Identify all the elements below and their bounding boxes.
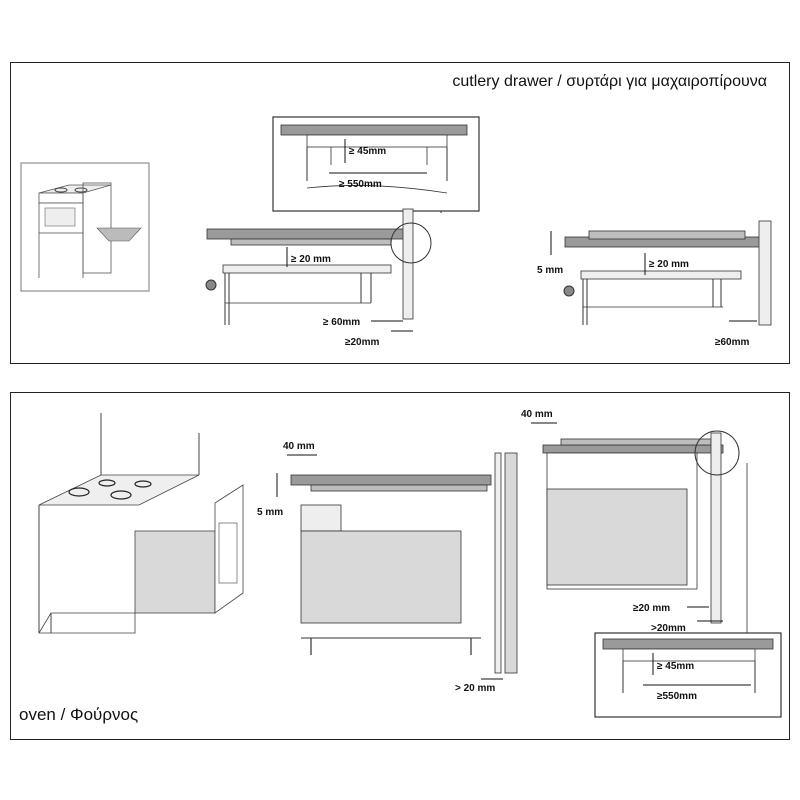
right-oven-section: 40 mm ≥20 mm >20mm xyxy=(521,409,748,634)
kitchen-thumbnail xyxy=(20,162,150,292)
right-top-offset-label: 5 mm xyxy=(537,265,563,276)
right-gap-b-label: >20mm xyxy=(651,623,686,634)
right-gap-a-label: ≥20 mm xyxy=(633,603,670,614)
left-side-gap-label: ≥20mm xyxy=(345,337,380,348)
right-front-offset-label: 40 mm xyxy=(521,409,553,420)
right-drawer-gap-label: ≥ 20 mm xyxy=(649,259,689,270)
inset-width-label: ≥ 550mm xyxy=(339,179,382,190)
oven-inset-gap-label: ≥ 45mm xyxy=(657,661,694,672)
cutlery-drawer-caption: cutlery drawer / συρτάρι για μαχαιροπίρο… xyxy=(452,73,767,90)
left-drawer-section: ≥ 20 mm ≥ 60mm ≥20mm xyxy=(205,208,432,348)
right-rear-gap-label: ≥60mm xyxy=(715,337,750,348)
left-drawer-gap-label: ≥ 20 mm xyxy=(291,254,331,265)
oven-inset-detail: ≥ 45mm ≥550mm xyxy=(594,632,782,718)
center-height-offset-label: 5 mm xyxy=(257,507,283,518)
center-oven-section: 40 mm 5 mm > 20 mm xyxy=(257,441,518,694)
oven-inset-width-label: ≥550mm xyxy=(657,691,697,702)
cutlery-drawer-diagram: ≥ 45mm ≥ 550mm ≥ 20 mm ≥ 60mm ≥20mm xyxy=(20,116,772,348)
oven-panel: oven / Φούρνος xyxy=(10,392,790,740)
oven-diagram: 40 mm 5 mm > 20 mm 40 mm ≥20 mm >20mm xyxy=(38,409,782,718)
kitchen-illustration xyxy=(38,413,244,634)
center-front-offset-label: 40 mm xyxy=(283,441,315,452)
center-rear-gap-label: > 20 mm xyxy=(455,683,495,694)
left-rear-gap-label: ≥ 60mm xyxy=(323,317,360,328)
inset-detail: ≥ 45mm ≥ 550mm xyxy=(272,116,480,213)
right-drawer-section: 5 mm ≥ 20 mm ≥60mm xyxy=(537,220,772,348)
inset-gap-label: ≥ 45mm xyxy=(349,146,386,157)
cutlery-drawer-panel: cutlery drawer / συρτάρι για μαχαιροπίρο… xyxy=(10,62,790,364)
oven-caption: oven / Φούρνος xyxy=(19,705,139,724)
